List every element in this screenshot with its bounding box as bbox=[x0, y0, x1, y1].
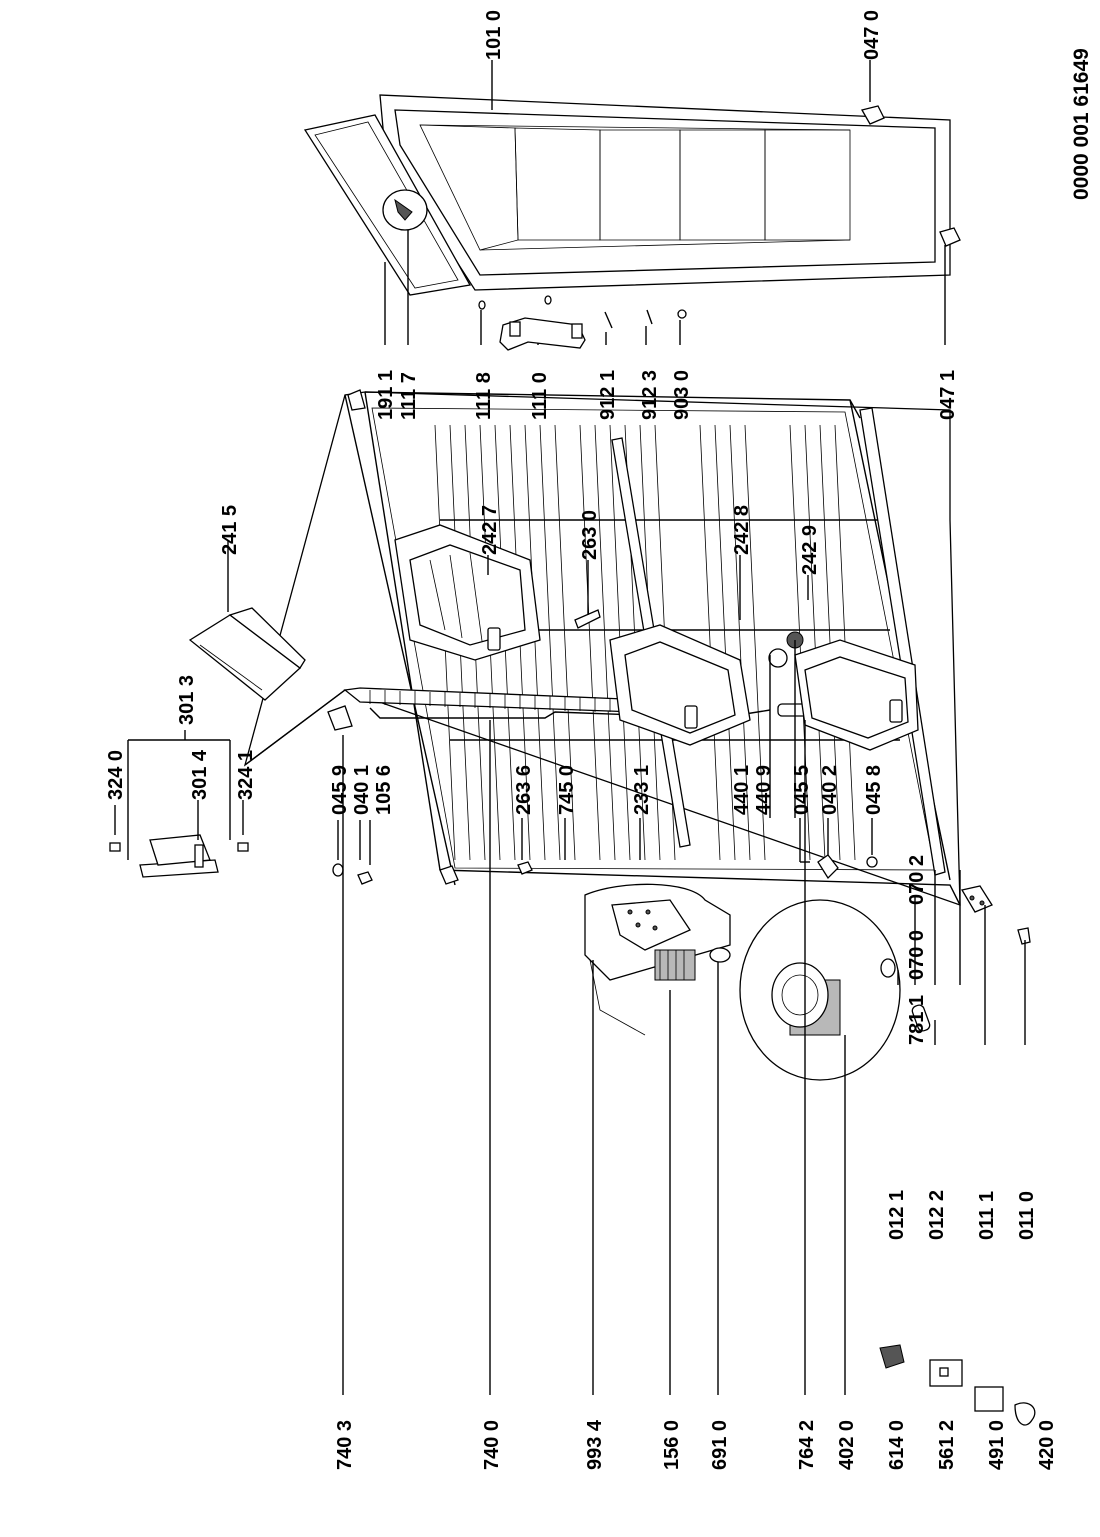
top-hinge-hardware bbox=[332, 854, 878, 885]
label-614-0: 614 0 bbox=[886, 1420, 908, 1470]
label-263-6: 263 6 bbox=[513, 765, 535, 815]
label-242-7: 242 7 bbox=[479, 505, 501, 555]
drawer-242-7 bbox=[394, 524, 541, 661]
control-panel-dots bbox=[627, 909, 658, 931]
label-011-0: 011 0 bbox=[1016, 1191, 1038, 1240]
label-156-0: 156 0 bbox=[661, 1420, 683, 1470]
label-691-0: 691 0 bbox=[709, 1420, 731, 1470]
label-740-3: 740 3 bbox=[334, 1420, 356, 1470]
rear-evaporator-panel bbox=[584, 883, 731, 1036]
part-labels: 101 0 047 0 191 1 111 7 111 8 111 0 912 … bbox=[105, 10, 1058, 1470]
drawer-242-8 bbox=[609, 624, 751, 746]
label-111-7: 111 7 bbox=[398, 372, 420, 420]
label-040-1: 040 1 bbox=[351, 765, 373, 815]
label-402-0: 402 0 bbox=[836, 1420, 858, 1470]
label-764-2: 764 2 bbox=[796, 1420, 818, 1470]
label-912-3: 912 3 bbox=[639, 370, 661, 420]
label-912-1: 912 1 bbox=[597, 370, 619, 420]
compressor-detail bbox=[739, 899, 901, 1081]
leader-lines bbox=[114, 60, 1026, 1395]
label-233-1: 233 1 bbox=[631, 765, 653, 815]
label-242-8: 242 8 bbox=[731, 505, 753, 555]
label-242-9: 242 9 bbox=[799, 525, 821, 575]
label-101-0: 101 0 bbox=[483, 10, 505, 60]
label-111-0: 111 0 bbox=[529, 372, 551, 420]
label-324-1: 324 1 bbox=[235, 750, 257, 800]
label-993-4: 993 4 bbox=[584, 1419, 606, 1470]
label-903-0: 903 0 bbox=[671, 370, 693, 420]
label-040-2: 040 2 bbox=[819, 765, 841, 815]
label-045-9: 045 9 bbox=[329, 765, 351, 815]
drawer-242-9 bbox=[794, 639, 919, 751]
label-047-1: 047 1 bbox=[937, 370, 959, 420]
label-105-6: 105 6 bbox=[373, 765, 395, 815]
label-241-5: 241 5 bbox=[219, 505, 241, 555]
label-324-0: 324 0 bbox=[105, 750, 127, 800]
top-cover-301-3 bbox=[109, 834, 249, 878]
cabinet-body bbox=[243, 389, 961, 906]
label-420-0: 420 0 bbox=[1036, 1420, 1058, 1470]
label-111-8: 111 8 bbox=[473, 372, 495, 420]
label-070-0: 070 0 bbox=[906, 930, 928, 980]
electrical-components bbox=[879, 1344, 1036, 1426]
label-045-5: 045 5 bbox=[791, 765, 813, 815]
drawer-241-5 bbox=[188, 607, 306, 701]
label-561-2: 561 2 bbox=[936, 1420, 958, 1470]
compressor-accessories bbox=[911, 885, 1031, 1032]
label-070-2: 070 2 bbox=[906, 855, 928, 905]
door-handle-and-screws bbox=[478, 295, 687, 351]
label-491-0: 491 0 bbox=[986, 1420, 1008, 1470]
shelf-263-0 bbox=[574, 609, 601, 629]
label-045-8: 045 8 bbox=[863, 765, 885, 815]
label-012-2: 012 2 bbox=[926, 1190, 948, 1240]
door-assembly bbox=[303, 94, 961, 296]
label-440-9: 440 9 bbox=[753, 765, 775, 815]
document-number: 0000 001 61649 bbox=[1070, 48, 1093, 200]
label-012-1: 012 1 bbox=[886, 1190, 908, 1240]
label-191-1: 191 1 bbox=[375, 370, 397, 420]
label-011-1: 011 1 bbox=[976, 1191, 998, 1240]
label-301-3: 301 3 bbox=[176, 675, 198, 725]
label-740-0: 740 0 bbox=[481, 1420, 503, 1470]
label-781-1: 781 1 bbox=[906, 995, 928, 1045]
label-263-0: 263 0 bbox=[579, 510, 601, 560]
label-745-0: 745 0 bbox=[556, 765, 578, 815]
label-440-1: 440 1 bbox=[731, 765, 753, 815]
label-301-4: 301 4 bbox=[189, 749, 211, 800]
label-047-0: 047 0 bbox=[861, 10, 883, 60]
